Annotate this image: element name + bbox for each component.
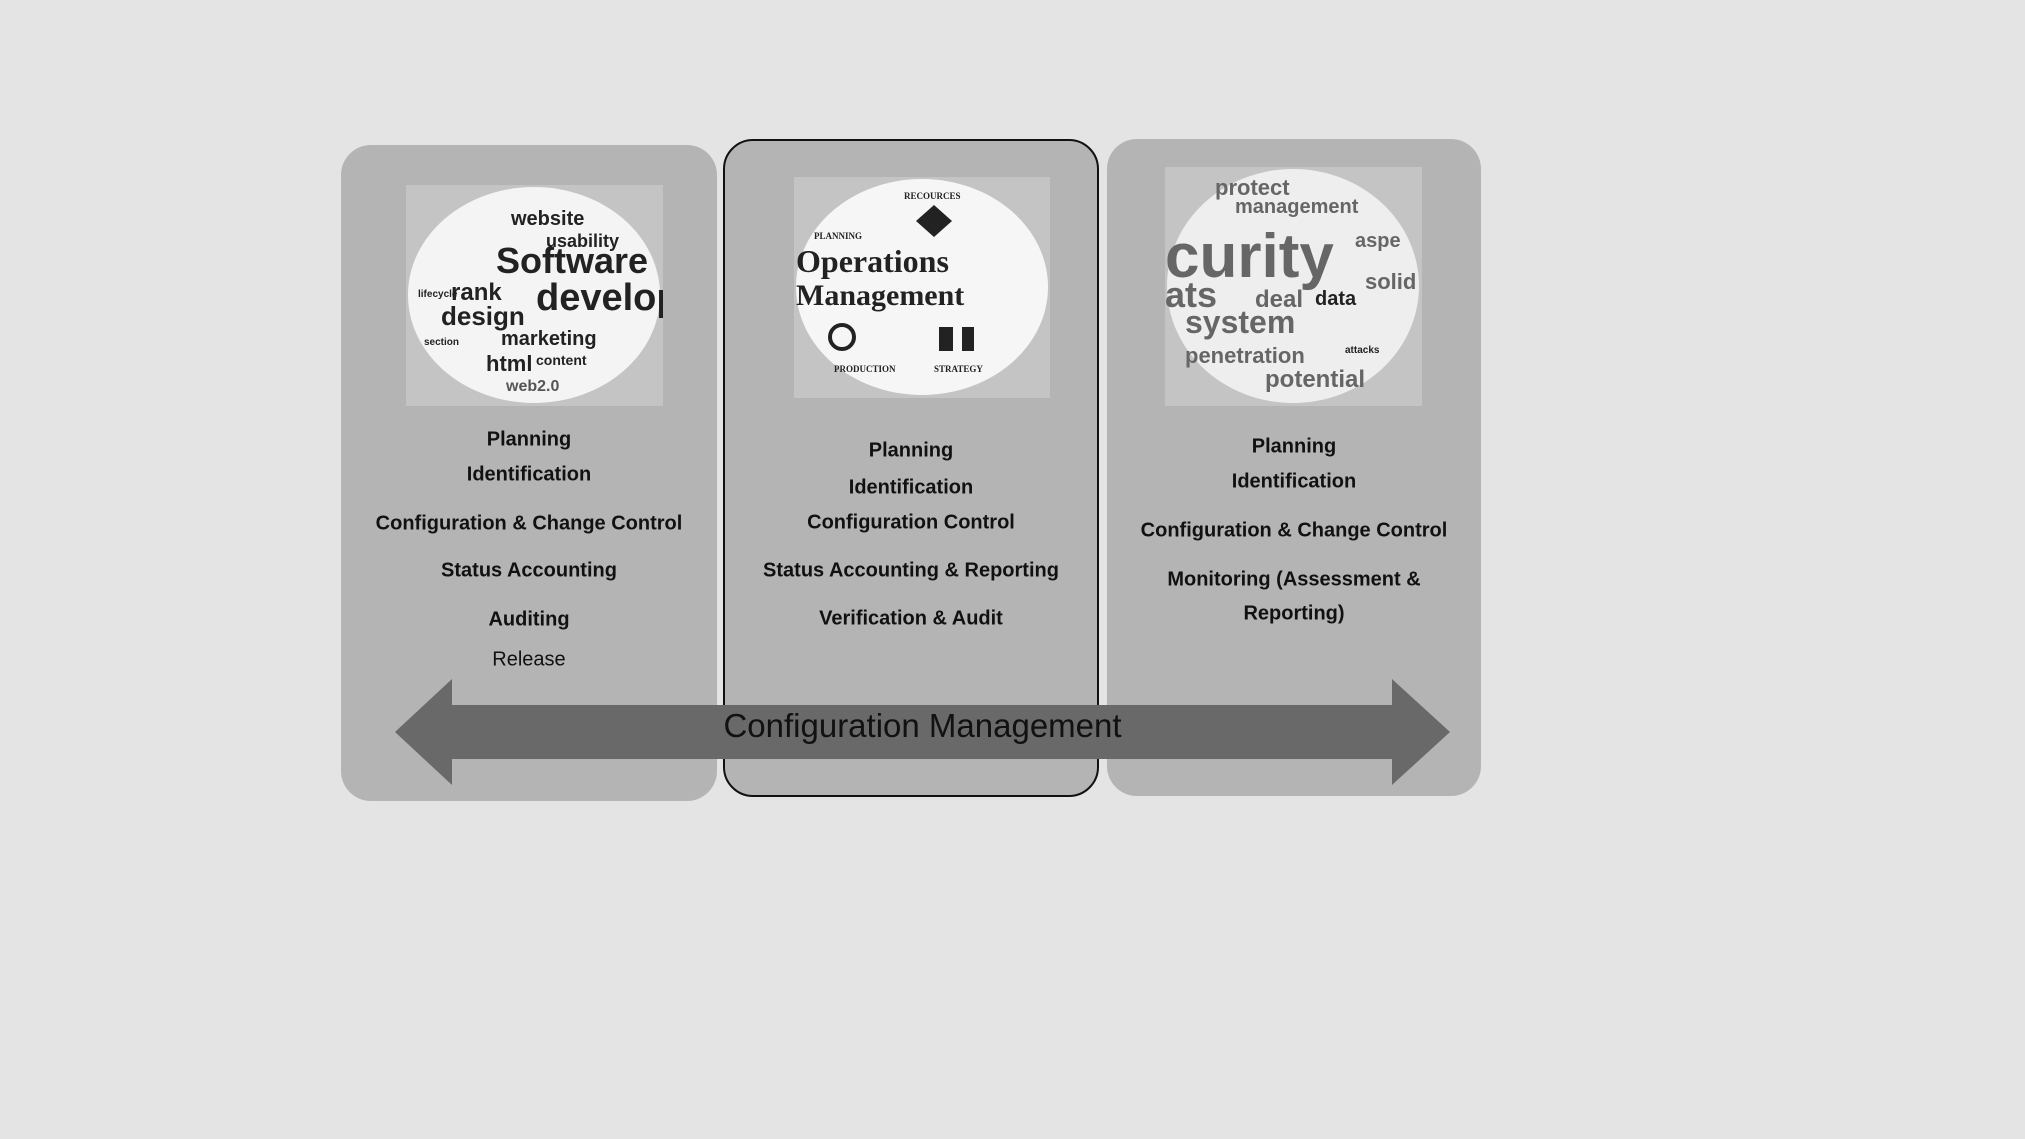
svg-text:protect: protect (1215, 175, 1290, 200)
operations-management-image: RECOURCES PLANNING Operations Management… (794, 177, 1050, 398)
item-verification-audit: Verification & Audit (819, 607, 1003, 630)
panel-security: protect management curity aspe ats deal … (1107, 139, 1481, 796)
security-word-cloud-image: protect management curity aspe ats deal … (1165, 167, 1422, 406)
svg-text:content: content (536, 352, 587, 368)
svg-text:aspe: aspe (1355, 230, 1401, 252)
svg-text:lifecycle: lifecycle (418, 289, 458, 300)
item-auditing: Auditing (488, 608, 570, 631)
svg-text:deal: deal (1255, 286, 1303, 313)
item-status-accounting: Status Accounting (441, 559, 617, 582)
svg-text:ats: ats (1165, 274, 1217, 315)
svg-text:html: html (486, 351, 532, 376)
item-identification: Identification (848, 476, 974, 499)
item-identification: Identification (466, 463, 592, 486)
item-configuration-control: Configuration Control (807, 511, 1015, 534)
svg-text:management: management (1235, 196, 1359, 218)
svg-text:PRODUCTION: PRODUCTION (834, 364, 896, 374)
double-arrow (395, 679, 1450, 785)
svg-text:solid: solid (1365, 269, 1416, 294)
item-identification: Identification (1231, 470, 1357, 493)
svg-text:develop: develop (536, 277, 663, 319)
item-planning: Planning (868, 439, 954, 462)
item-release: Release (492, 648, 566, 671)
svg-text:Operations: Operations (796, 243, 949, 279)
item-reporting: Reporting) (1243, 602, 1345, 625)
panel-operations: RECOURCES PLANNING Operations Management… (723, 139, 1099, 797)
svg-text:potential: potential (1265, 366, 1365, 393)
svg-text:attacks: attacks (1345, 345, 1380, 356)
software-word-cloud-image: website usability Software rank develop … (406, 185, 663, 406)
panel-software: website usability Software rank develop … (341, 145, 717, 801)
svg-text:system: system (1185, 304, 1295, 340)
svg-text:usability: usability (546, 231, 619, 251)
item-monitoring: Monitoring (Assessment & (1167, 568, 1421, 591)
svg-text:Software: Software (496, 240, 648, 281)
svg-text:section: section (424, 337, 459, 348)
svg-text:marketing: marketing (501, 328, 597, 350)
svg-text:web2.0: web2.0 (505, 378, 559, 395)
item-planning: Planning (486, 428, 572, 451)
svg-text:data: data (1315, 288, 1357, 310)
svg-text:RECOURCES: RECOURCES (904, 191, 961, 201)
item-status-accounting-reporting: Status Accounting & Reporting (763, 559, 1059, 582)
svg-text:design: design (441, 301, 525, 331)
svg-text:PLANNING: PLANNING (814, 231, 862, 241)
svg-text:website: website (510, 208, 584, 230)
svg-text:curity: curity (1165, 222, 1334, 291)
arrow-label: Configuration Management (723, 707, 1122, 744)
svg-text:penetration: penetration (1185, 343, 1305, 368)
svg-text:Management: Management (796, 279, 964, 312)
svg-text:rank: rank (451, 279, 502, 306)
item-config-change-control: Configuration & Change Control (375, 512, 683, 535)
item-planning: Planning (1251, 435, 1337, 458)
item-config-change-control: Configuration & Change Control (1140, 519, 1448, 542)
svg-text:STRATEGY: STRATEGY (934, 364, 983, 374)
